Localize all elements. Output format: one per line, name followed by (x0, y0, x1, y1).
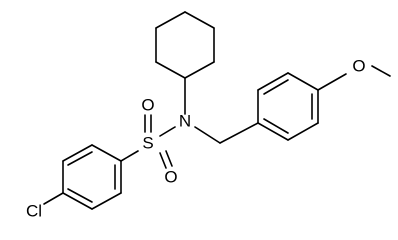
bond-nitrogen-methylene (194, 126, 221, 144)
bond (67, 188, 93, 203)
atom-label-nitrogen: N (179, 112, 191, 131)
atom-label-oxygen-methoxy: O (352, 57, 365, 76)
bond (184, 11, 215, 29)
chemical-structure-canvas: Cl S O O N O (26, 11, 391, 221)
bond (257, 122, 289, 141)
chlorophenyl-ring (62, 144, 122, 210)
atom-label-oxygen-bottom: O (164, 168, 177, 187)
bond (263, 79, 289, 95)
bond (67, 151, 93, 166)
bond (159, 152, 167, 169)
bond (165, 150, 173, 167)
cyclohexyl-ring (155, 11, 215, 79)
sulfonyl-double-bond-top (144, 114, 152, 133)
bond (287, 72, 319, 91)
bond-oxygen-methyl (371, 65, 391, 77)
bond (91, 192, 122, 210)
bond-ring-chlorine (43, 192, 64, 205)
atom-label-sulfur: S (142, 134, 153, 153)
atom-label-oxygen-top: O (141, 96, 154, 115)
bond (184, 61, 215, 79)
bond-ring-oxygen (317, 73, 347, 91)
bond (62, 192, 93, 210)
bond (257, 72, 289, 91)
bond (155, 61, 186, 79)
bond (62, 144, 93, 162)
atom-label-chlorine: Cl (26, 202, 42, 221)
sulfonyl-double-bond-bottom (159, 150, 173, 169)
bond (287, 122, 319, 141)
bond (155, 11, 186, 29)
bond-nitrogen-sulfur (159, 126, 176, 137)
bond-sulfur-ring (120, 150, 139, 162)
bond-methylene-ring (219, 122, 259, 144)
methoxyphenyl-ring (257, 72, 319, 141)
molecule-diagram: Cl S O O N O (26, 11, 391, 221)
bond (91, 144, 122, 162)
bond (263, 118, 289, 134)
